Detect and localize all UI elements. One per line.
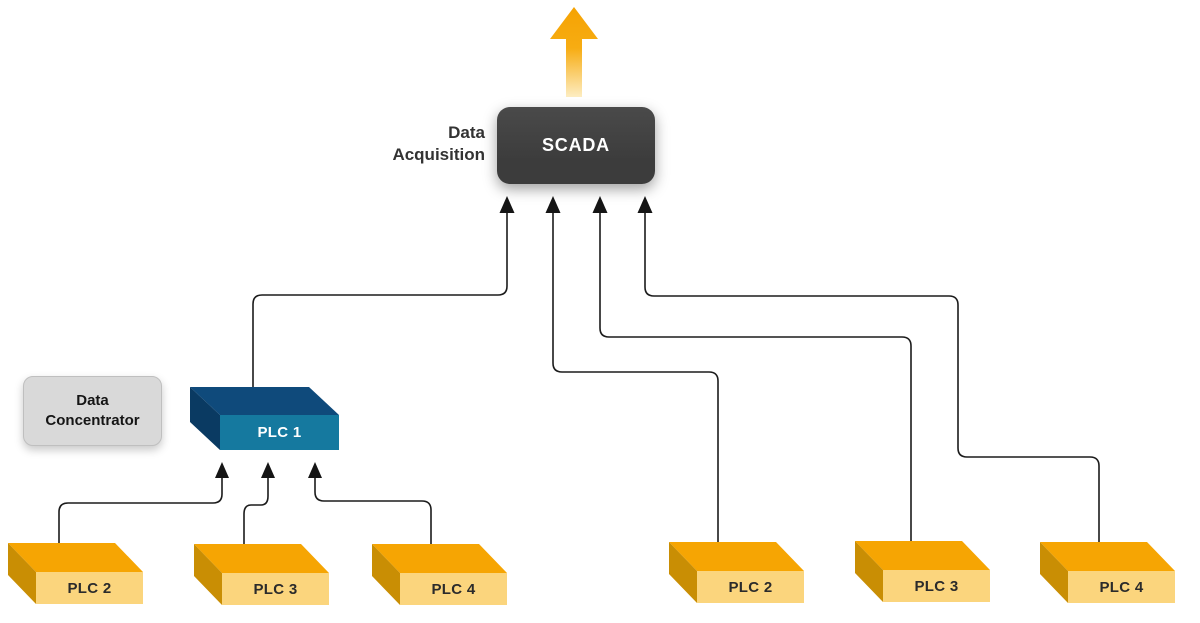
data-acquisition-caption: Data Acquisition [340, 122, 485, 166]
right-plc2-box: PLC 2 [669, 542, 804, 603]
arrowhead-icon [545, 196, 561, 213]
right-plc3-box: PLC 3 [855, 541, 990, 602]
plc-label: PLC 3 [914, 577, 959, 595]
arrowhead-icon [499, 196, 515, 213]
arrowheads [215, 196, 653, 478]
connector-left-plc4-to-plc1 [314, 478, 432, 546]
connector-plc1-to-scada [252, 213, 508, 390]
box-front-face [1068, 571, 1175, 603]
right-plc4-box: PLC 4 [1040, 542, 1175, 603]
arrowhead-icon [261, 462, 275, 478]
concentrator-line: Data [76, 392, 109, 409]
scada-node: SCADA [497, 107, 655, 184]
left-plc3-box: PLC 3 [194, 544, 329, 605]
plc-label: PLC 1 [257, 424, 302, 441]
connectors [58, 213, 1100, 546]
concentrator-line: Concentrator [45, 412, 140, 429]
box-front-face [222, 573, 329, 605]
connector-left-plc3-to-plc1 [243, 478, 269, 546]
connector-right-plc4-to-scada [644, 213, 1100, 544]
caption-line: Data [448, 123, 485, 142]
plc1-box: PLC 1 [190, 387, 339, 450]
box-front-face [883, 570, 990, 602]
plc-label: PLC 4 [431, 580, 476, 598]
caption-line: Acquisition [392, 145, 485, 164]
plc-label: PLC 2 [728, 578, 773, 596]
plc-label: PLC 2 [67, 579, 112, 597]
scada-label: SCADA [541, 135, 610, 155]
box-front-face [36, 572, 143, 604]
arrowhead-icon [637, 196, 653, 213]
connector-left-plc2-to-plc1 [58, 478, 223, 546]
left-plc2-box: PLC 2 [8, 543, 143, 604]
box-front-face [220, 415, 339, 450]
box-front-face [697, 571, 804, 603]
plc-label: PLC 4 [1099, 578, 1144, 596]
plc-label: PLC 3 [253, 580, 298, 598]
arrowhead-icon [215, 462, 229, 478]
left-plc4-box: PLC 4 [372, 544, 507, 605]
up-arrow-icon [550, 7, 598, 97]
arrowhead-icon [592, 196, 608, 213]
box-front-face [400, 573, 507, 605]
data-concentrator-node: Data Concentrator [23, 376, 162, 446]
arrowhead-icon [308, 462, 322, 478]
connector-right-plc2-to-scada [552, 213, 719, 544]
connector-right-plc3-to-scada [599, 213, 912, 544]
